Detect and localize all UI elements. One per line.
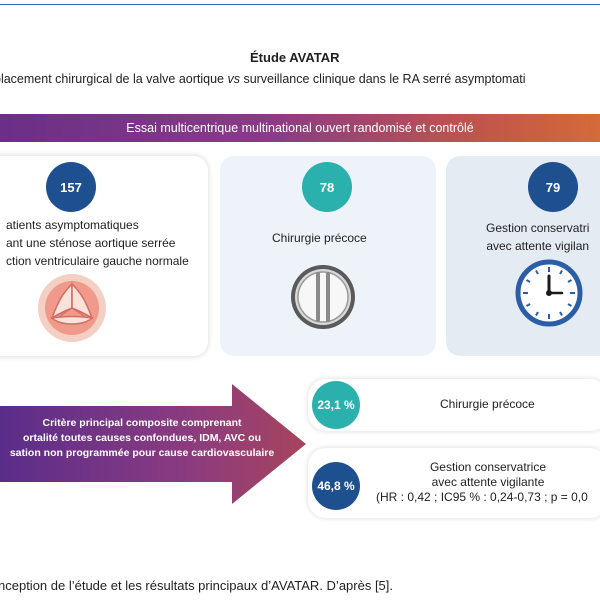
patients-count-badge: 157 — [46, 162, 96, 212]
surgery-line-1: Chirurgie précoce — [272, 231, 367, 245]
endpoint-line-2: ortalité toutes causes confondues, IDM, … — [22, 432, 262, 444]
result-conservative-line-1: Gestion conservatrice — [429, 460, 547, 474]
patients-count: 157 — [60, 179, 82, 195]
surgery-count-badge: 78 — [302, 162, 352, 212]
result-conservative-value: 46,8 % — [317, 479, 355, 493]
prosthetic-valve-icon — [291, 265, 355, 329]
conservative-description: Gestion conservatri avec attente vigilan — [486, 219, 589, 255]
result-early-surgery-line-1: Chirurgie précoce — [440, 397, 535, 411]
result-conservative-label: Gestion conservatrice avec attente vigil… — [376, 460, 600, 505]
result-conservative-line-3: (HR : 0,42 ; IC95 % : 0,24-0,73 ; p = 0,… — [376, 490, 588, 504]
result-conservative-badge: 46,8 % — [312, 462, 360, 510]
aortic-valve-icon — [38, 274, 106, 342]
primary-endpoint-arrow — [0, 384, 306, 504]
surgery-description: Chirurgie précoce — [272, 229, 367, 247]
conservative-count-badge: 79 — [528, 162, 578, 212]
patients-card — [0, 156, 208, 356]
conservative-count: 79 — [545, 179, 561, 195]
conservative-line-1: Gestion conservatri — [486, 221, 590, 235]
surgery-count: 78 — [319, 179, 335, 195]
banner-text: Essai multicentrique multinational ouver… — [126, 121, 474, 135]
endpoint-line-1: Critère principal composite comprenant — [42, 417, 242, 429]
patients-line-1: atients asymptomatiques — [6, 218, 139, 232]
trial-design-banner: Essai multicentrique multinational ouver… — [0, 114, 600, 142]
result-early-surgery-badge: 23,1 % — [312, 381, 360, 429]
result-conservative-line-2: avec attente vigilante — [431, 475, 545, 489]
patients-description: atients asymptomatiques ant une sténose … — [6, 216, 189, 270]
patients-line-2: ant une sténose aortique serrée — [6, 236, 176, 250]
patients-line-3: ction ventriculaire gauche normale — [6, 254, 189, 268]
endpoint-line-3: sation non programmée pour cause cardiov… — [9, 447, 275, 459]
clock-icon — [515, 259, 583, 327]
primary-endpoint-text: Critère principal composite comprenant o… — [0, 416, 292, 461]
result-early-surgery-value: 23,1 % — [317, 398, 355, 412]
result-early-surgery-label: Chirurgie précoce — [440, 397, 535, 412]
figure-caption: nception de l’étude et les résultats pri… — [0, 578, 394, 593]
figure-subtitle: placement chirurgical de la valve aortiq… — [0, 72, 526, 86]
figure-title: Étude AVATAR — [250, 50, 340, 65]
top-divider — [0, 4, 600, 5]
conservative-line-2: avec attente vigilan — [486, 239, 590, 253]
